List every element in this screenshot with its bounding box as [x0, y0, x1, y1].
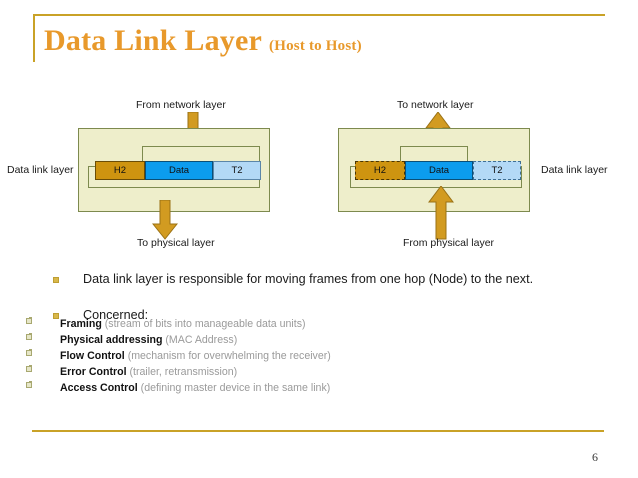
title-accent-bar	[33, 16, 35, 62]
frame-trailer-right: T2	[473, 161, 521, 180]
sub-bullet-detail: (defining master device in the same link…	[140, 382, 331, 395]
sub-bullet-detail: (mechanism for overwhelming the receiver…	[127, 350, 331, 363]
bullet-item-responsibility: Data link layer is responsible for movin…	[50, 272, 610, 288]
frame-payload-right: Data	[405, 161, 473, 180]
sub-bullet-term: Physical addressing	[60, 334, 163, 347]
frame-header-right: H2	[355, 161, 405, 180]
open-box-icon	[26, 365, 32, 373]
sub-bullet-error-control: Error Control (trailer, retransmission)	[22, 364, 542, 380]
footer-rule	[32, 430, 604, 432]
open-box-icon	[26, 349, 32, 357]
sub-bullet-term: Flow Control	[60, 350, 125, 363]
sub-bullet-physical-addressing: Physical addressing (MAC Address)	[22, 332, 542, 348]
page-title: Data Link Layer (Host to Host)	[44, 24, 362, 58]
sub-bullet-framing: Framing (stream of bits into manageable …	[22, 316, 542, 332]
arrow-up-from-physical	[428, 186, 454, 240]
sub-bullet-detail: (trailer, retransmission)	[129, 366, 238, 379]
arrow-down-to-physical	[152, 200, 178, 240]
frame-header-left: H2	[95, 161, 145, 180]
bullet-list: Data link layer is responsible for movin…	[50, 272, 610, 343]
sub-bullet-term: Framing	[60, 318, 102, 330]
bullet-item-concerned: Concerned:	[50, 308, 610, 324]
label-from-network-layer: From network layer	[136, 99, 226, 111]
side-label-left: Data link layer	[7, 164, 74, 176]
sub-bullet-detail: (stream of bits into manageable data uni…	[104, 318, 306, 330]
page-number: 6	[592, 450, 598, 464]
page-title-suffix: (Host to Host)	[269, 38, 362, 54]
side-label-right: Data link layer	[541, 164, 608, 176]
sub-bullet-access-control: Access Control (defining master device i…	[22, 380, 542, 396]
label-to-network-layer: To network layer	[397, 99, 474, 111]
label-to-physical-layer: To physical layer	[137, 237, 215, 249]
open-box-icon	[26, 381, 32, 389]
open-box-icon	[26, 333, 32, 341]
header-rule	[33, 14, 605, 16]
sub-bullet-term: Error Control	[60, 366, 127, 379]
sub-bullet-list: Framing (stream of bits into manageable …	[22, 316, 542, 396]
sub-bullet-flow-control: Flow Control (mechanism for overwhelming…	[22, 348, 542, 364]
frame-trailer-left: T2	[213, 161, 261, 180]
label-from-physical-layer: From physical layer	[403, 237, 495, 249]
frame-payload-left: Data	[145, 161, 213, 180]
page-title-main: Data Link Layer	[44, 24, 263, 57]
sub-bullet-detail: (MAC Address)	[165, 334, 238, 347]
open-box-icon	[26, 317, 32, 324]
sub-bullet-term: Access Control	[60, 382, 138, 395]
